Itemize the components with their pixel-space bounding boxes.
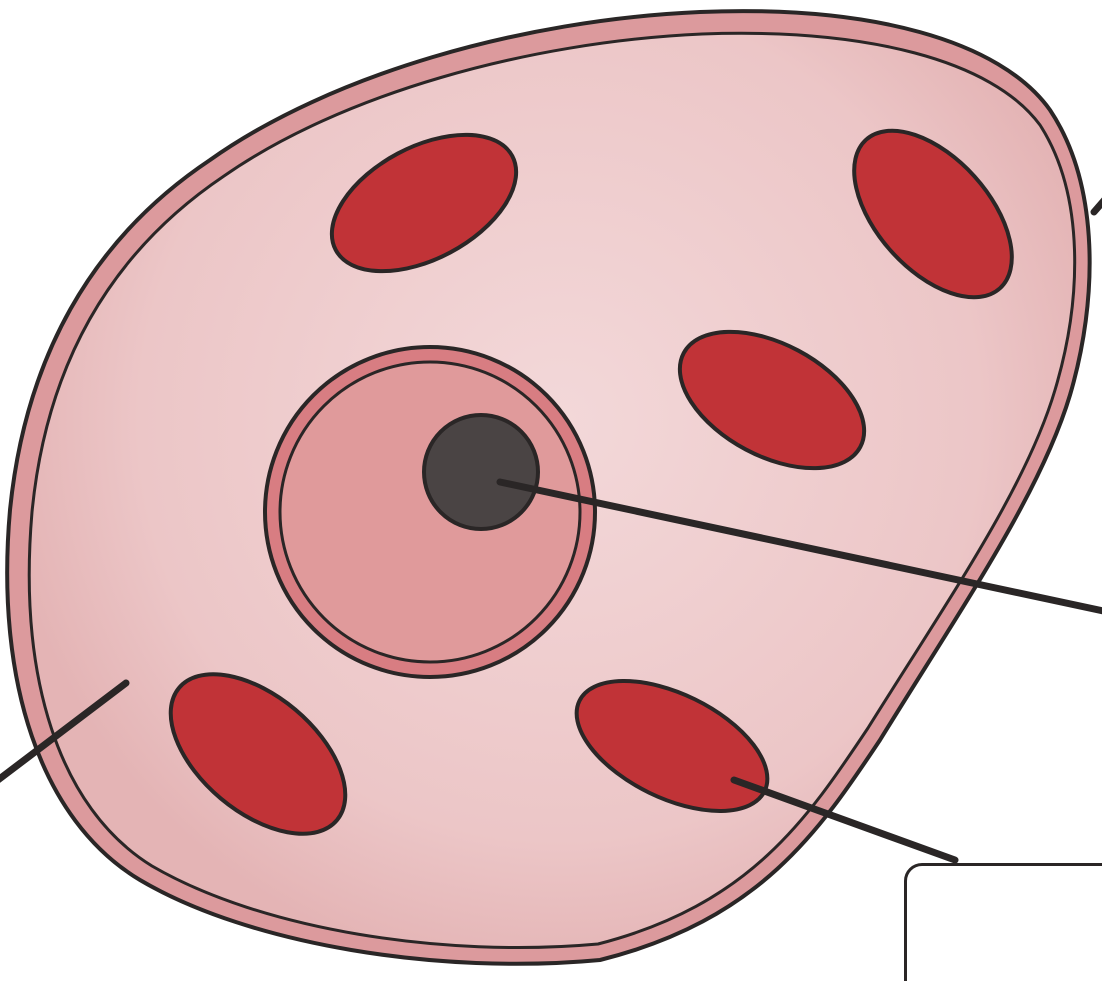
leader-line-cell-wall [1094,196,1102,212]
label-box[interactable] [904,863,1102,981]
nucleolus [424,415,538,529]
nucleus [280,362,580,662]
